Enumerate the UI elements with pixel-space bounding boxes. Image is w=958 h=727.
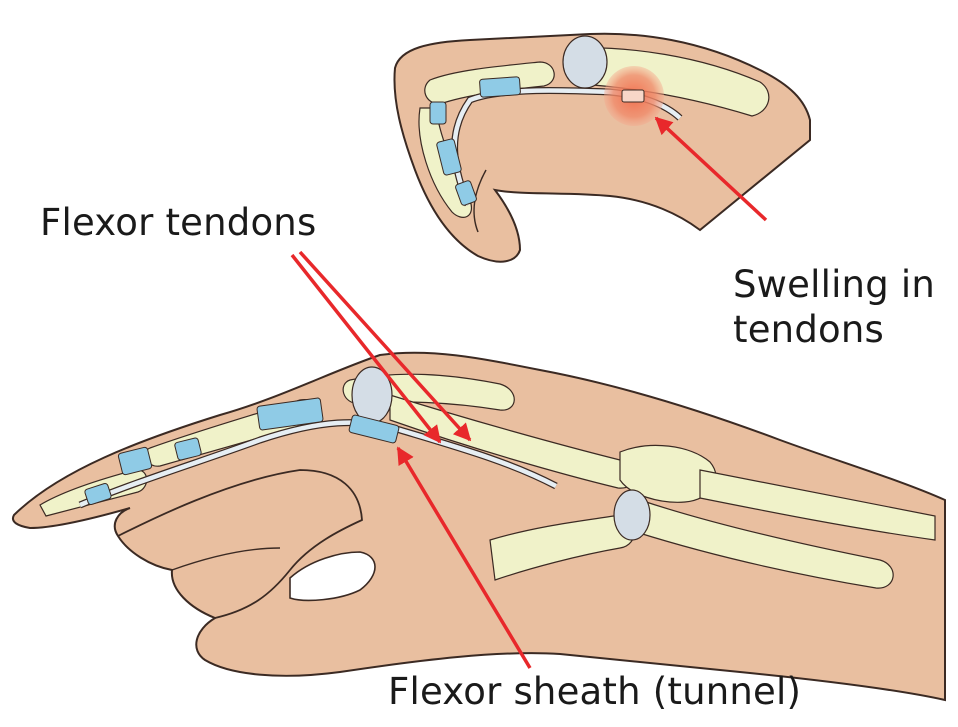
hand-joint-wrist <box>614 490 650 540</box>
bent-finger-illustration <box>394 34 810 262</box>
label-swelling-line-1: Swelling in <box>733 262 935 307</box>
label-swelling-in-tendons: Swelling in tendons <box>733 262 935 352</box>
swelling-tendon-knot <box>622 90 644 102</box>
hand-illustration <box>13 353 945 700</box>
label-flexor-sheath: Flexor sheath (tunnel) <box>388 669 801 714</box>
bent-finger-joint <box>563 36 607 88</box>
label-flexor-tendons: Flexor tendons <box>40 200 316 245</box>
bent-finger-sheath-1 <box>479 77 520 98</box>
bent-finger-sheath-4 <box>430 102 446 124</box>
label-swelling-line-2: tendons <box>733 307 935 352</box>
